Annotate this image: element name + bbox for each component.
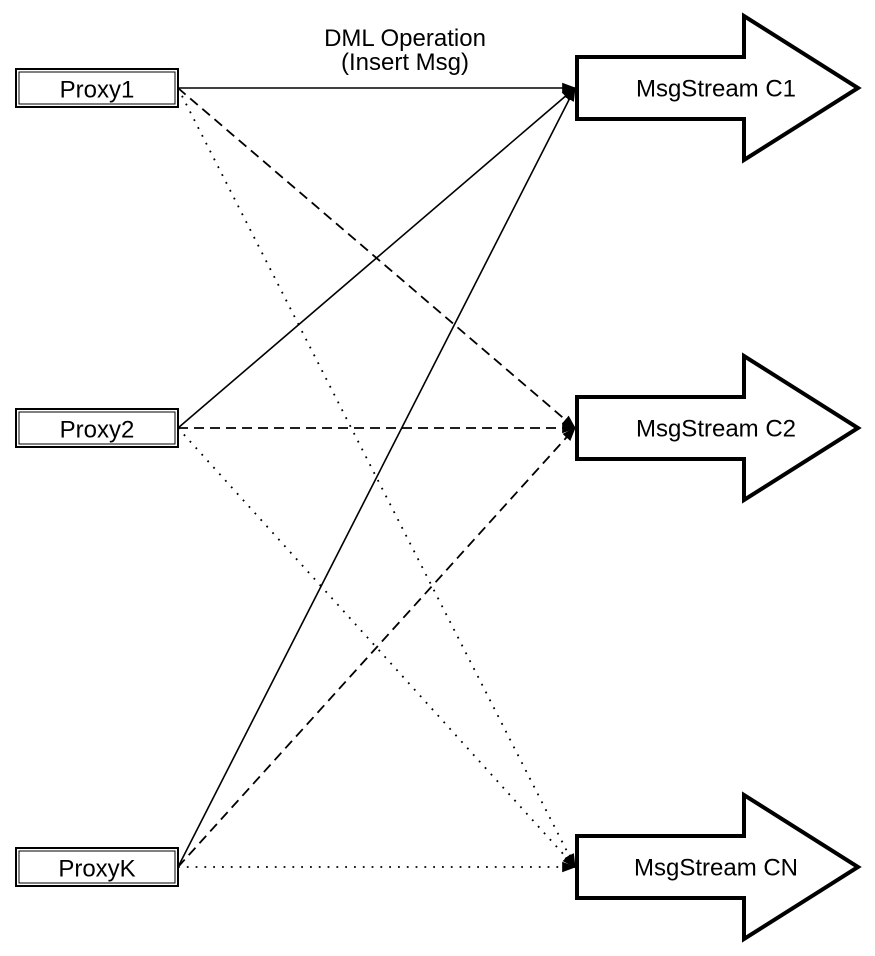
proxy2-label: Proxy2 — [60, 417, 135, 444]
stream-c1-arrow-shape — [575, 12, 862, 164]
title-line-2: (Insert Msg) — [341, 49, 469, 76]
proxy1-box — [15, 68, 179, 108]
stream-c2-arrow-shape — [575, 352, 862, 504]
stream-node-cn: MsgStream CN — [575, 791, 862, 943]
proxyk-box-inner — [18, 850, 176, 884]
stream-node-c1: MsgStream C1 — [575, 12, 862, 164]
proxy2-box — [15, 408, 179, 448]
edge-proxy2-cn — [177, 427, 576, 868]
proxy-node-2: Proxy2 — [15, 408, 179, 448]
proxy-node-1: Proxy1 — [15, 68, 179, 108]
proxyk-label: ProxyK — [58, 856, 135, 883]
stream-cn-label: MsgStream CN — [634, 855, 798, 882]
stream-c2-label: MsgStream C2 — [636, 416, 796, 443]
edges — [177, 82, 577, 873]
stream-node-c2: MsgStream C2 — [575, 352, 862, 504]
proxyk-box — [15, 847, 179, 887]
edge-proxyk-c1 — [177, 86, 576, 868]
proxy1-box-inner — [18, 71, 176, 105]
proxy2-box-inner — [18, 411, 176, 445]
edge-proxyk-c2 — [177, 427, 576, 868]
edge-proxy1-c2 — [177, 87, 576, 429]
stream-cn-arrow-shape — [575, 791, 862, 943]
proxy1-label: Proxy1 — [60, 77, 135, 104]
stream-c1-label: MsgStream C1 — [636, 76, 796, 103]
title-annotation: DML Operation (Insert Msg) — [324, 25, 486, 76]
title-line-1: DML Operation — [324, 25, 486, 52]
proxy-node-k: ProxyK — [15, 847, 179, 887]
